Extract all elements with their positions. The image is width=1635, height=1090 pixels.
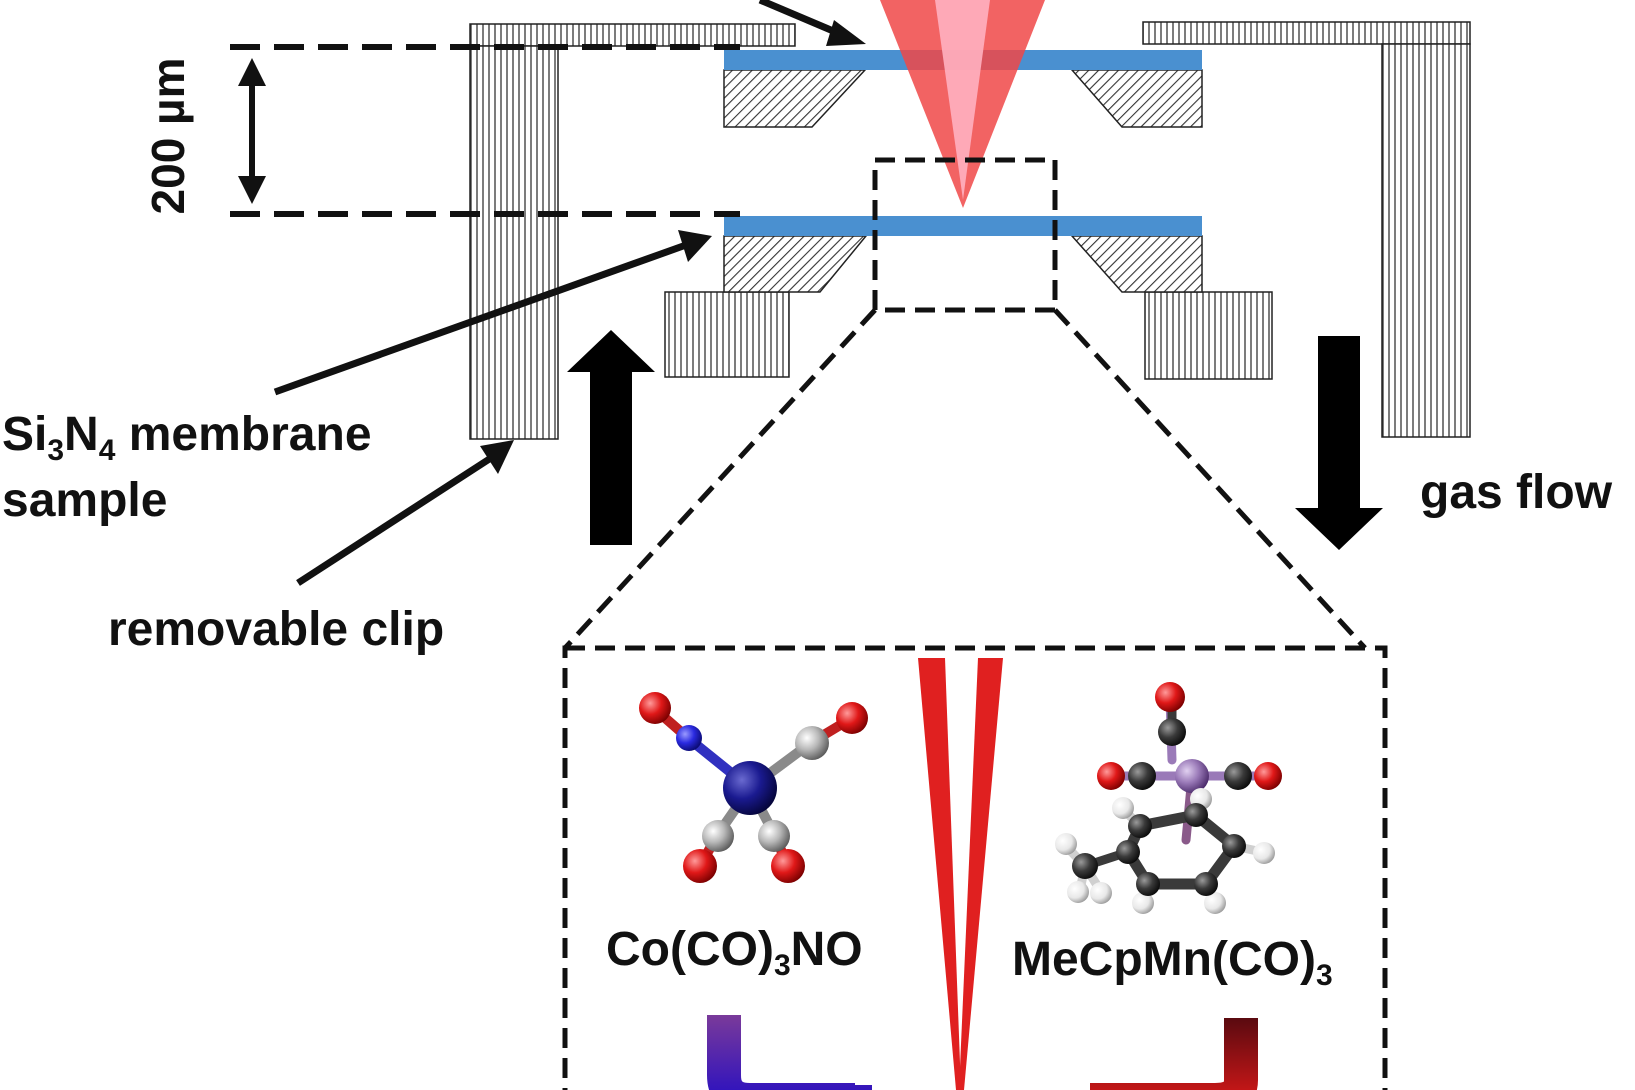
zoomed-beam <box>918 658 1003 1090</box>
carbon-atom <box>1224 762 1252 790</box>
membrane-pointer-arrow <box>678 230 712 262</box>
gap-dimension: 200 µm <box>142 44 740 217</box>
carbon-atom <box>1222 834 1246 858</box>
left-frame-leg <box>469 45 559 440</box>
hydrogen-atom <box>1204 892 1226 914</box>
carbon-atom <box>1184 803 1208 827</box>
carbon-atom <box>1128 814 1152 838</box>
molecule-co-co3-no <box>639 692 868 883</box>
left-clip-block <box>664 291 790 378</box>
right-precursor-curve <box>1090 1018 1258 1090</box>
oxygen-atom <box>771 849 805 883</box>
clip-pointer-arrow <box>480 440 514 474</box>
carbon-atom <box>702 820 734 852</box>
oxygen-atom <box>1254 762 1282 790</box>
right-molecule-formula: MeCpMn(CO)3 <box>1012 933 1333 992</box>
oxygen-atom <box>683 849 717 883</box>
hydrogen-atom <box>1112 797 1134 819</box>
zoom-source-box <box>872 157 1058 313</box>
hydrogen-atom <box>1055 833 1077 855</box>
left-molecule-formula: Co(CO)3NO <box>606 923 863 982</box>
oxygen-atom <box>836 702 868 734</box>
right-frame-top <box>1142 21 1471 45</box>
left-frame-top <box>469 23 796 47</box>
gas-flow-label: gas flow <box>1420 466 1613 519</box>
carbon-atom <box>1194 872 1218 896</box>
oxygen-atom <box>1155 682 1185 712</box>
zoom-callout <box>562 157 1388 1090</box>
hydrogen-atom <box>1132 892 1154 914</box>
molecule-mecpmn-co3 <box>1055 682 1282 914</box>
oxygen-atom <box>1097 762 1125 790</box>
upper-chip-right <box>1070 69 1203 128</box>
carbon-atom <box>758 820 790 852</box>
gas-out-arrow <box>1295 336 1383 550</box>
membrane-chips <box>723 50 1203 293</box>
beam-core <box>935 0 990 200</box>
gas-in-arrow <box>567 330 655 545</box>
zoom-detail-box <box>562 645 1388 1090</box>
right-clip-block <box>1144 291 1273 380</box>
carbon-atom <box>1136 872 1160 896</box>
hydrogen-atom <box>1090 882 1112 904</box>
beam-pointer-arrow <box>826 20 866 46</box>
cobalt-atom <box>723 761 777 815</box>
gas-flow-arrows <box>567 330 1383 550</box>
cell-holder <box>469 21 1471 440</box>
gap-size-label: 200 µm <box>142 58 194 215</box>
precursor-flow <box>707 1015 1258 1090</box>
manganese-atom <box>1175 759 1209 793</box>
carbon-atom <box>1158 718 1186 746</box>
pointer-arrows <box>273 0 866 586</box>
lower-chip-right <box>1070 235 1203 293</box>
hydrogen-atom <box>1253 842 1275 864</box>
oxygen-atom <box>639 692 671 724</box>
carbon-atom <box>795 726 829 760</box>
lower-chip-left <box>723 235 868 293</box>
nitrogen-atom <box>676 725 702 751</box>
removable-clip-label: removable clip <box>108 603 444 656</box>
carbon-atom <box>1128 762 1156 790</box>
hydrogen-atom <box>1067 881 1089 903</box>
carbon-atom <box>1116 840 1140 864</box>
lower-membrane <box>724 216 1202 236</box>
membrane-sample-label: Si3N4 membrane <box>2 408 372 467</box>
electron-beam <box>880 0 1045 208</box>
membrane-sample-label-line2: sample <box>2 474 167 527</box>
left-precursor-curve <box>707 1015 872 1090</box>
right-frame-leg <box>1381 43 1471 438</box>
carbon-atom <box>1072 853 1098 879</box>
upper-chip-left <box>723 69 867 128</box>
